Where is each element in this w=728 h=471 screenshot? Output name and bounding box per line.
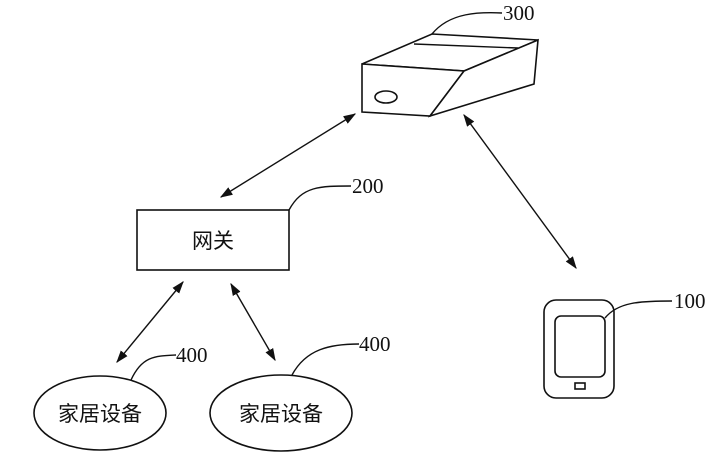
- home-device-left: [33, 375, 167, 451]
- server-device: [361, 33, 539, 118]
- home-device-left-label: 家居设备: [58, 402, 142, 426]
- home-device-right-leader: [291, 343, 360, 376]
- gateway-leader-line: [288, 185, 352, 211]
- home-device-right-label: 家居设备: [239, 402, 323, 426]
- gateway-box: [136, 209, 290, 271]
- server-ref-label: 300: [503, 1, 535, 25]
- home-device-right: [209, 374, 353, 452]
- phone-device: [543, 299, 615, 399]
- home-device-left-leader: [130, 354, 177, 381]
- home-button-icon: [574, 382, 586, 390]
- arrow-gateway-device-right: [230, 282, 276, 362]
- home-device-right-ref-label: 400: [359, 332, 391, 356]
- arrow-gateway-device-left: [116, 281, 184, 363]
- phone-leader-line: [604, 300, 673, 319]
- arrow-gateway-server: [219, 113, 357, 198]
- server-leader-line: [431, 12, 503, 35]
- gateway-ref-label: 200: [352, 174, 384, 198]
- home-device-left-ref-label: 400: [176, 343, 208, 367]
- gateway-label: 网关: [192, 229, 234, 253]
- lens-icon: [374, 90, 398, 104]
- arrow-server-phone: [463, 113, 577, 270]
- phone-ref-label: 100: [674, 289, 706, 313]
